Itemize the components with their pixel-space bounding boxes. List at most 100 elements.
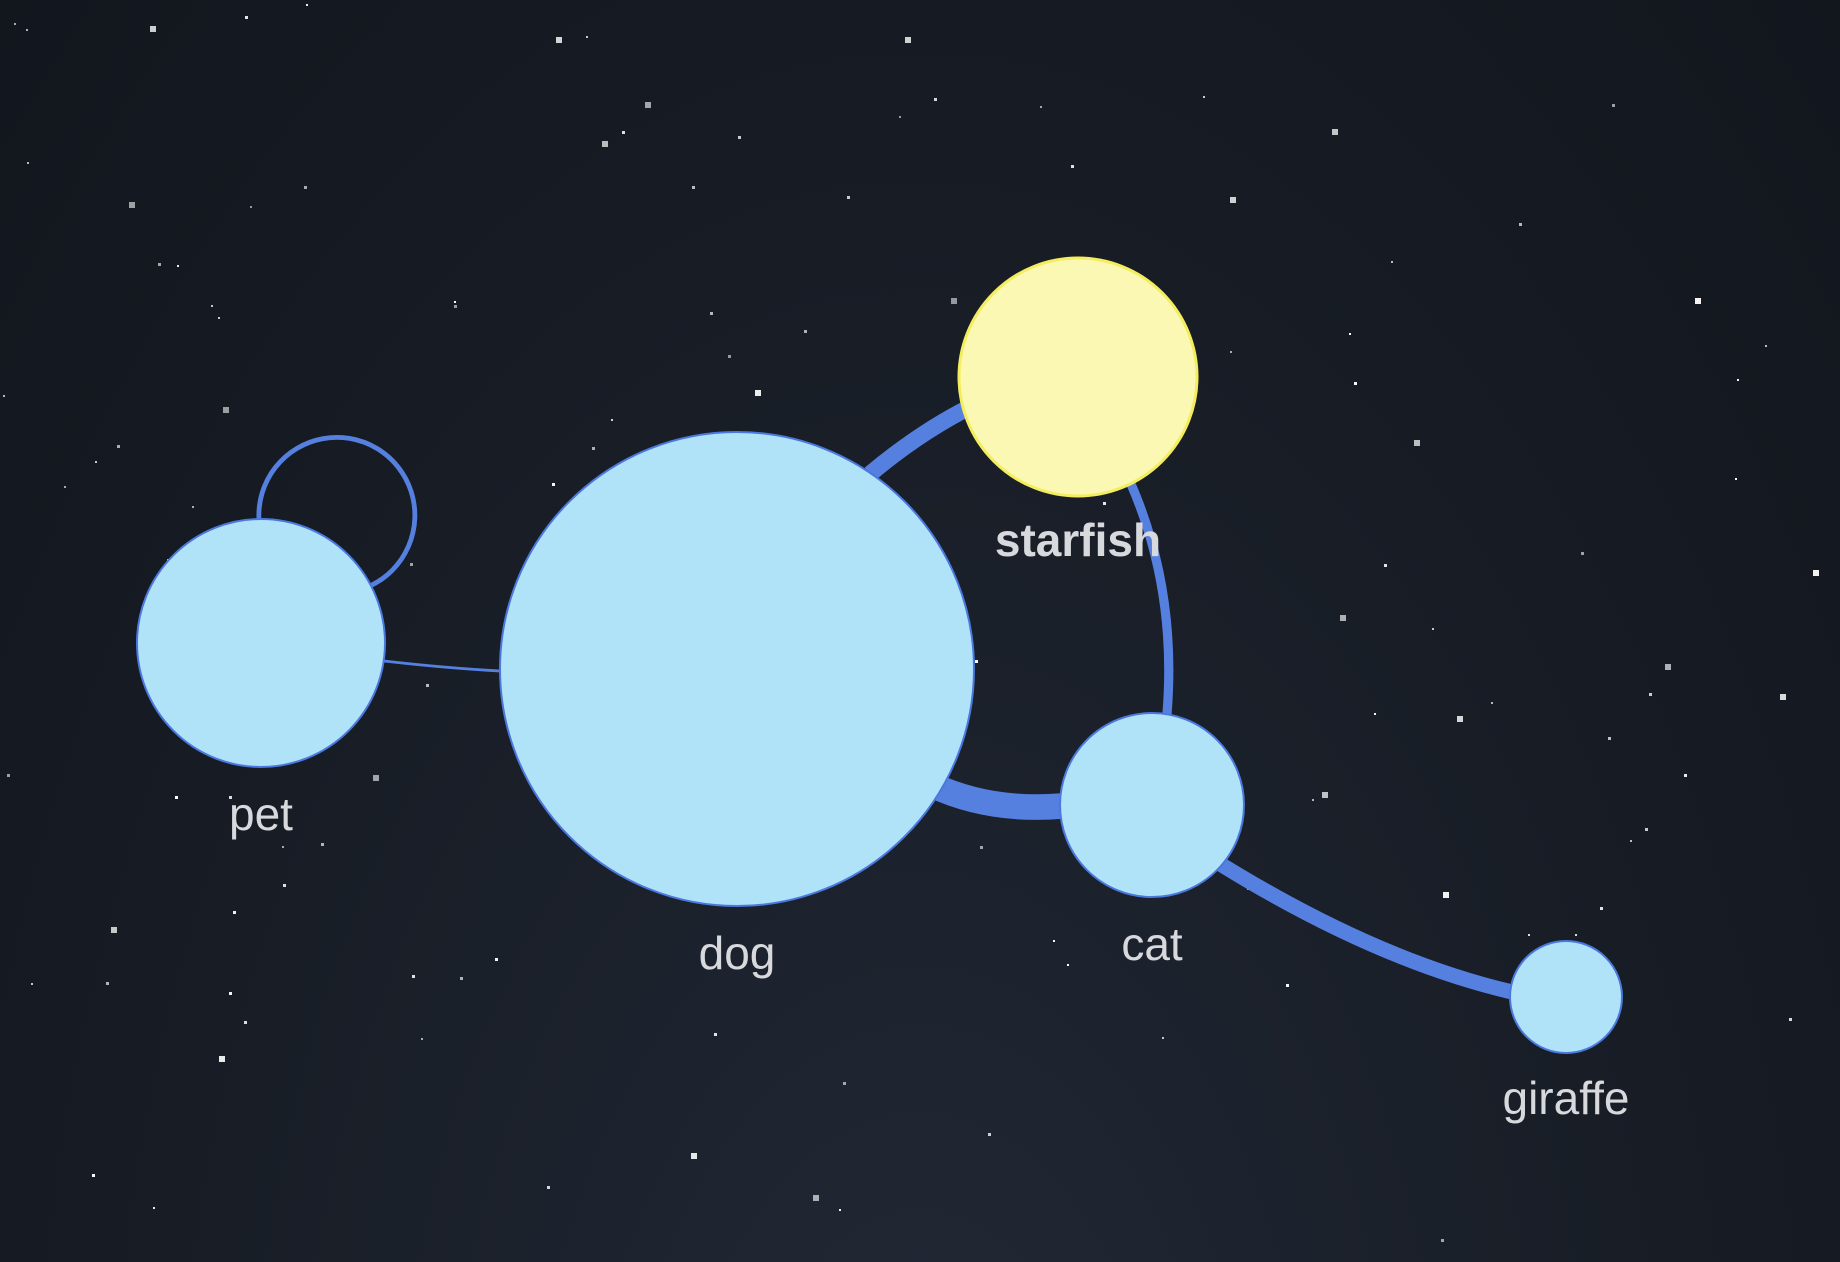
- star: [454, 305, 457, 308]
- star: [106, 982, 109, 985]
- star: [1340, 615, 1346, 621]
- star: [951, 298, 957, 304]
- star: [1162, 1037, 1164, 1039]
- star: [728, 355, 731, 358]
- star: [813, 1195, 819, 1201]
- star: [250, 206, 252, 208]
- star: [1519, 223, 1522, 226]
- star: [1581, 552, 1584, 555]
- node-dog[interactable]: [499, 431, 975, 907]
- star: [233, 911, 236, 914]
- star: [556, 37, 562, 43]
- star: [1765, 345, 1767, 347]
- star: [111, 927, 117, 933]
- star: [373, 775, 379, 781]
- star: [1322, 792, 1328, 798]
- star: [1528, 934, 1530, 936]
- star: [645, 102, 651, 108]
- star: [980, 846, 983, 849]
- star: [1575, 934, 1577, 936]
- star: [755, 390, 761, 396]
- node-label-dog: dog: [699, 927, 776, 979]
- star: [7, 774, 10, 777]
- star: [975, 660, 978, 663]
- star: [95, 461, 97, 463]
- star: [158, 263, 161, 266]
- star: [804, 330, 807, 333]
- star: [1737, 379, 1739, 381]
- star: [306, 4, 308, 6]
- star: [1230, 197, 1236, 203]
- edge-cat-giraffe[interactable]: [1213, 855, 1514, 1000]
- star: [1374, 713, 1376, 715]
- star: [282, 846, 284, 848]
- star: [1695, 298, 1701, 304]
- star: [1630, 840, 1632, 842]
- node-label-starfish: starfish: [995, 514, 1161, 566]
- star: [219, 1056, 225, 1062]
- star: [1735, 478, 1737, 480]
- star: [1780, 694, 1786, 700]
- edge-starfish-cat[interactable]: [1126, 482, 1174, 715]
- edge-pet-dog[interactable]: [383, 659, 501, 673]
- star: [129, 202, 135, 208]
- star: [454, 301, 456, 303]
- star: [460, 977, 463, 980]
- star: [31, 983, 33, 985]
- star: [150, 26, 156, 32]
- edge-layer: [256, 398, 1514, 1000]
- star: [1384, 564, 1387, 567]
- star: [117, 445, 120, 448]
- star: [1067, 964, 1069, 966]
- star: [899, 116, 901, 118]
- node-giraffe[interactable]: [1509, 940, 1623, 1054]
- star: [1203, 96, 1205, 98]
- star: [1649, 693, 1652, 696]
- star: [244, 1021, 247, 1024]
- star: [738, 136, 741, 139]
- node-label-giraffe: giraffe: [1502, 1072, 1629, 1124]
- star: [495, 958, 498, 961]
- star: [1071, 165, 1074, 168]
- star: [211, 305, 213, 307]
- star: [847, 196, 850, 199]
- star: [691, 1153, 697, 1159]
- star: [592, 447, 595, 450]
- star: [1414, 440, 1420, 446]
- star: [1103, 502, 1106, 505]
- star: [426, 684, 429, 687]
- node-starfish[interactable]: [957, 256, 1199, 498]
- edge-dog-starfish[interactable]: [864, 398, 976, 481]
- star: [1349, 333, 1351, 335]
- node-cat[interactable]: [1059, 712, 1245, 898]
- star: [1645, 828, 1648, 831]
- star: [175, 796, 178, 799]
- star: [1600, 907, 1603, 910]
- star: [1332, 129, 1338, 135]
- star: [1432, 628, 1434, 630]
- star: [1491, 702, 1493, 704]
- star: [1040, 106, 1042, 108]
- star: [1441, 1239, 1444, 1242]
- edge-pet-pet[interactable]: [256, 435, 418, 589]
- star: [1665, 664, 1671, 670]
- star: [1457, 716, 1463, 722]
- star: [586, 36, 588, 38]
- edge-dog-cat[interactable]: [926, 773, 1064, 820]
- node-layer: [136, 256, 1623, 1054]
- star: [14, 23, 16, 25]
- node-pet[interactable]: [136, 518, 386, 768]
- star: [1608, 737, 1611, 740]
- star: [1230, 351, 1232, 353]
- star: [602, 141, 608, 147]
- star: [412, 975, 415, 978]
- star: [223, 407, 229, 413]
- star: [177, 265, 179, 267]
- star: [934, 98, 937, 101]
- star: [988, 1133, 991, 1136]
- star: [710, 312, 713, 315]
- star: [1612, 104, 1615, 107]
